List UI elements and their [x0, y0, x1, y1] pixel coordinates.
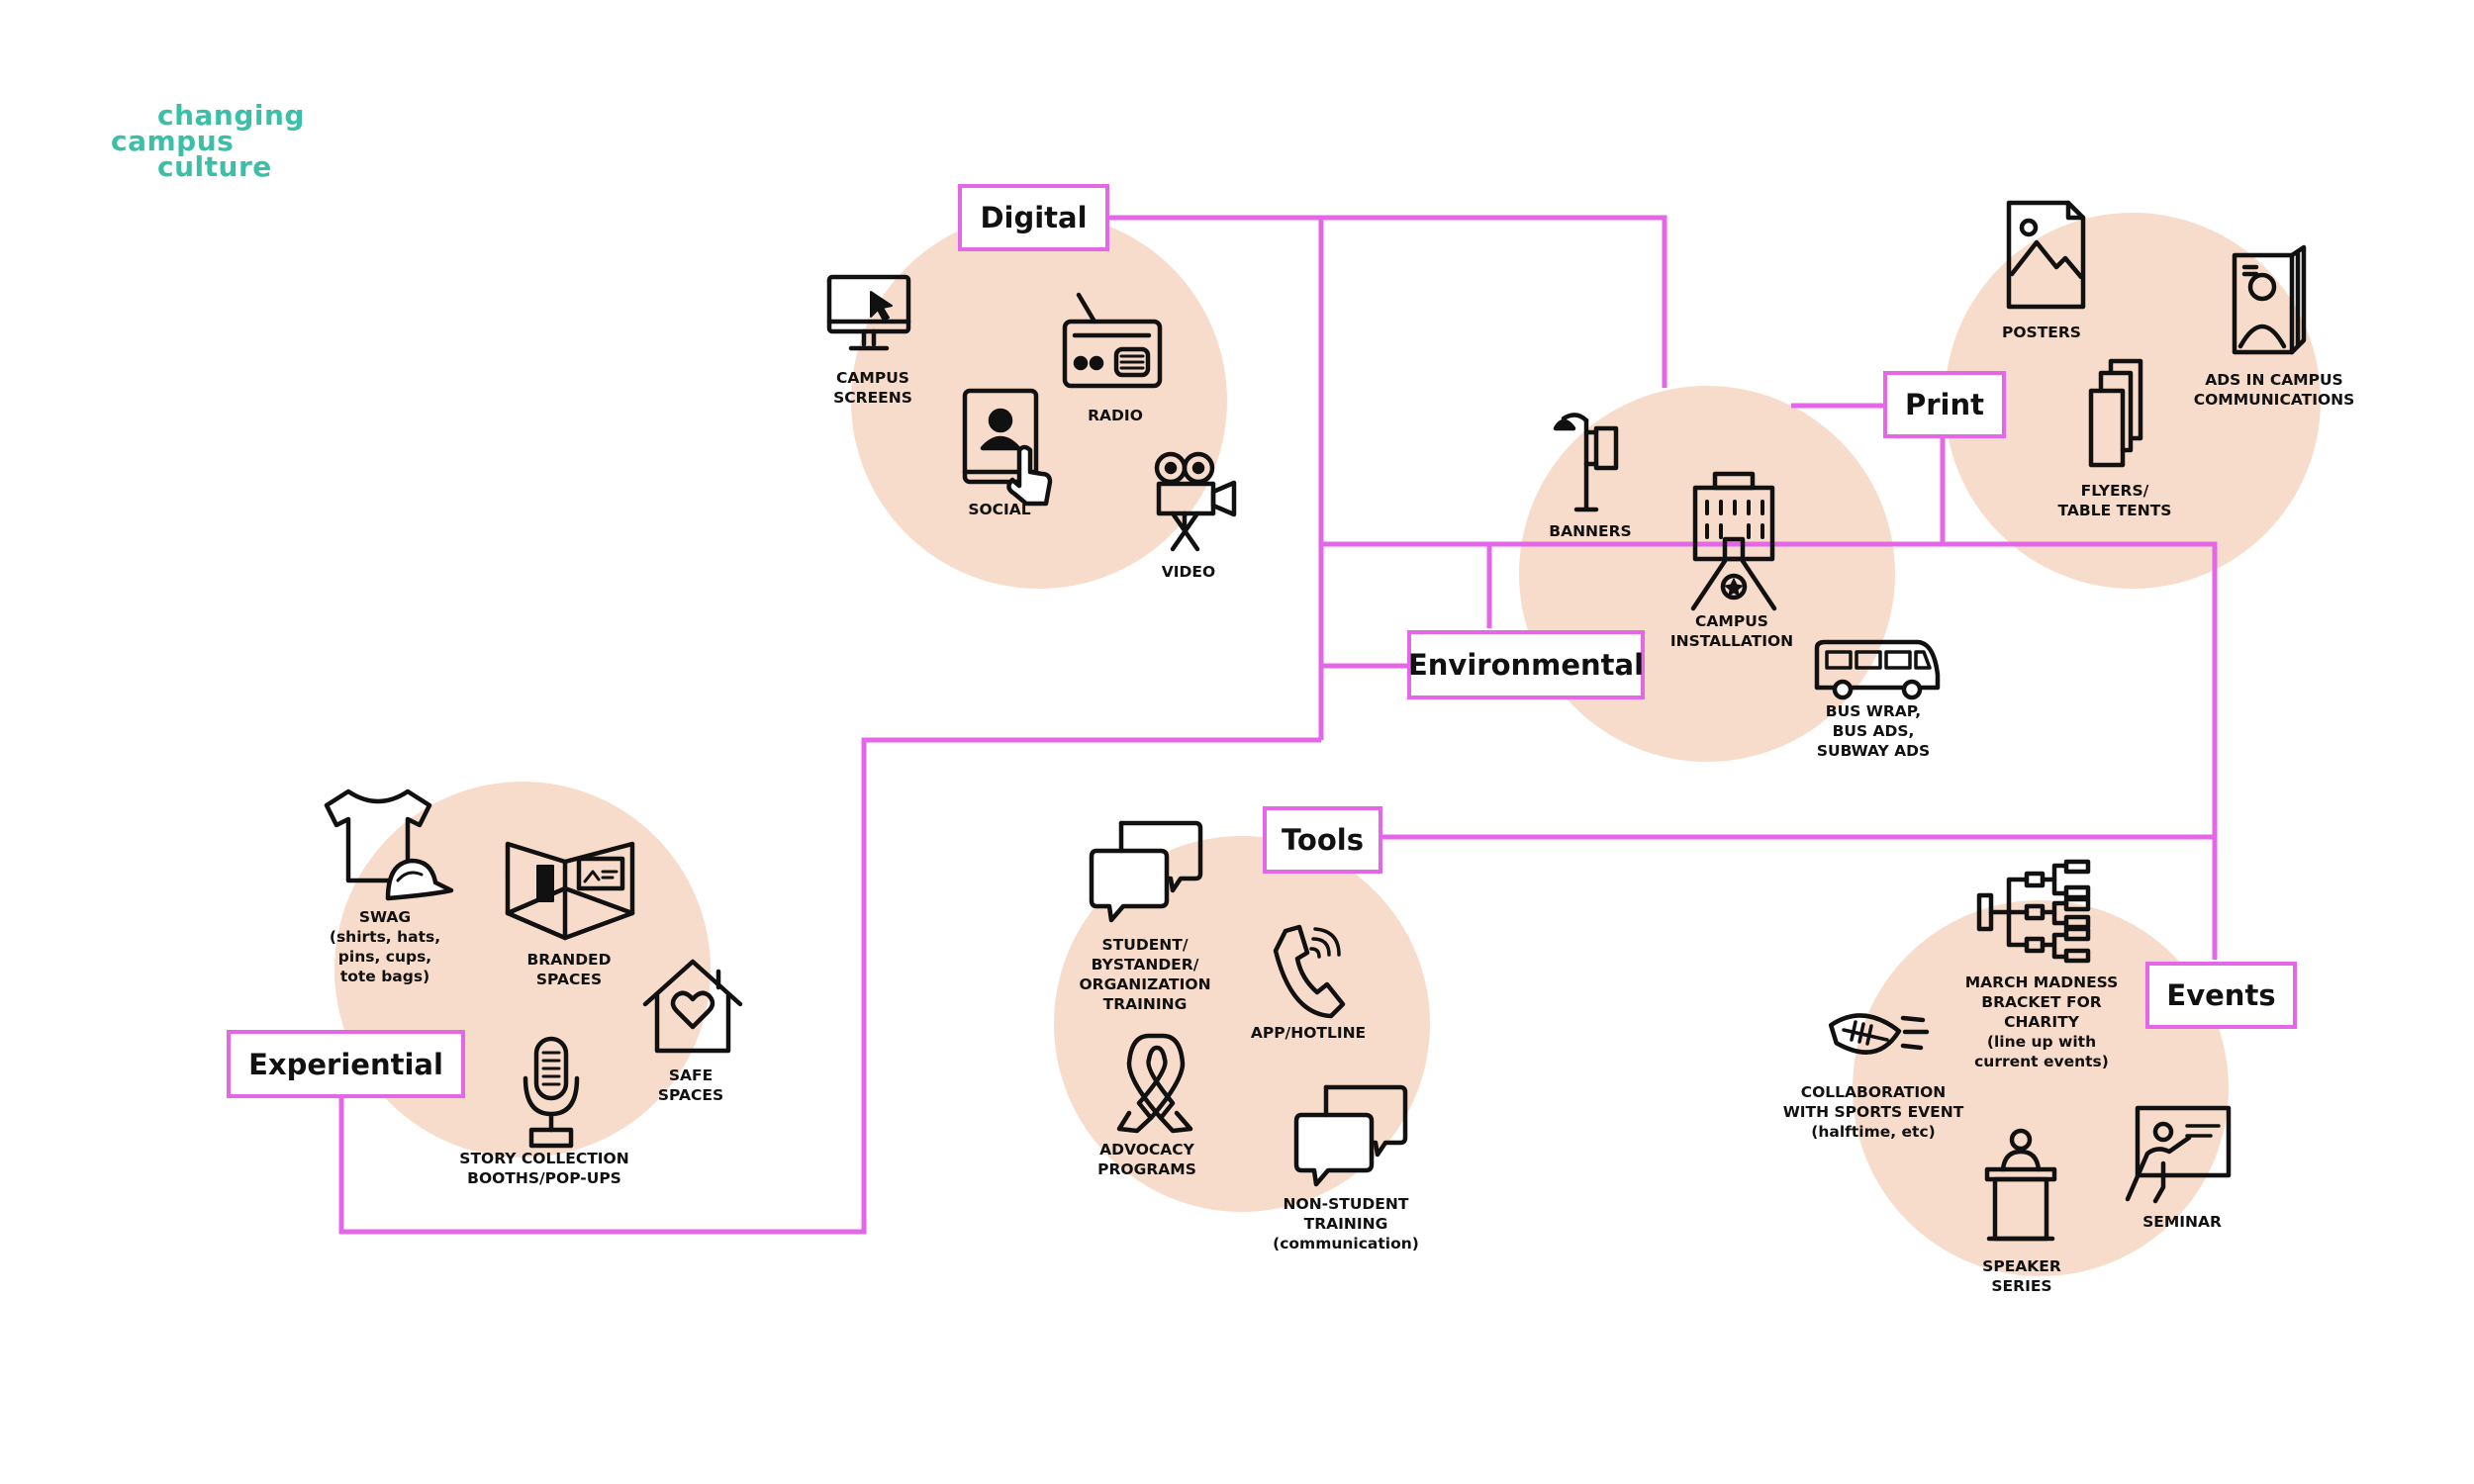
caption-flyers: FLYERS/ TABLE TENTS [2057, 482, 2172, 519]
magazine-icon [2232, 244, 2307, 355]
caption-student-training: STUDENT/ BYSTANDER/ ORGANIZATION TRAININ… [1079, 936, 1211, 1013]
caption-campus-installation: CAMPUS INSTALLATION [1669, 612, 1794, 650]
caption-ads-campus: ADS IN CAMPUS COMMUNICATIONS [2193, 371, 2355, 409]
caption-banners: BANNERS [1549, 522, 1632, 540]
category-print: Print [1883, 371, 2006, 438]
caption-campus-screens: CAMPUS SCREENS [833, 369, 912, 407]
flyers-icon [2088, 358, 2143, 468]
football-icon [1828, 1013, 1930, 1055]
lamppost-banner-icon [1553, 413, 1619, 512]
chat-bubbles-icon [1293, 1084, 1408, 1187]
poster-icon [2006, 200, 2086, 310]
connector-events [1380, 541, 2218, 960]
caption-story-booths: STORY COLLECTION BOOTHS/POP-UPS [459, 1150, 629, 1187]
caption-app-hotline: APP/HOTLINE [1250, 1024, 1367, 1042]
caption-social: SOCIAL [968, 501, 1031, 518]
logo-line-3: culture [157, 150, 272, 183]
category-environmental: Environmental [1407, 630, 1645, 699]
room-icon [505, 841, 635, 941]
logo-line-1: changing [157, 99, 305, 132]
caption-safe-spaces: SAFE SPACES [657, 1067, 724, 1104]
category-experiential: Experiential [227, 1030, 465, 1098]
category-tools: Tools [1263, 806, 1382, 874]
caption-non-student: NON-STUDENT TRAINING (communication) [1273, 1195, 1419, 1252]
bus-icon [1814, 639, 1941, 700]
presentation-icon [2125, 1105, 2232, 1204]
tshirt-cap-icon [324, 788, 454, 901]
category-digital: Digital [958, 184, 1109, 251]
caption-march-madness: MARCH MADNESS BRACKET FOR CHARITY (line … [1964, 974, 2119, 1070]
connector-experiential [338, 737, 1321, 1235]
caption-bus: BUS WRAP, BUS ADS, SUBWAY ADS [1816, 702, 1931, 760]
category-events: Events [2145, 962, 2297, 1029]
caption-branded-spaces: BRANDED SPACES [526, 951, 612, 988]
tablet-touch-icon [962, 388, 1053, 507]
bracket-icon [1976, 859, 2091, 964]
digital-bubble [851, 213, 1227, 589]
caption-video: VIDEO [1161, 563, 1216, 581]
connector-lines [338, 215, 2218, 1235]
monitor-icon [826, 274, 911, 351]
connector-env-box [1321, 544, 1492, 669]
caption-speaker: SPEAKER SERIES [1982, 1257, 2061, 1295]
caption-swag: SWAG (shirts, hats, pins, cups, tote bag… [329, 908, 441, 985]
phone-icon [1273, 924, 1346, 1019]
changing-campus-culture-logo: changing campus culture [111, 99, 305, 183]
video-camera-icon [1154, 451, 1237, 552]
caption-advocacy: ADVOCACY PROGRAMS [1097, 1141, 1196, 1178]
microphone-icon [523, 1036, 580, 1149]
heart-house-icon [642, 959, 743, 1054]
building-icon [1690, 471, 1777, 611]
logo-line-2: campus [111, 125, 235, 157]
podium-icon [1984, 1128, 2057, 1242]
chat-bubbles-icon [1089, 820, 1203, 923]
ribbon-icon [1116, 1033, 1193, 1134]
caption-posters: POSTERS [2002, 324, 2081, 341]
caption-seminar: SEMINAR [2142, 1213, 2222, 1231]
caption-sports: COLLABORATION WITH SPORTS EVENT (halftim… [1782, 1083, 1964, 1141]
radio-icon [1062, 292, 1163, 389]
caption-radio: RADIO [1088, 407, 1143, 424]
connector-digital [1106, 215, 1667, 388]
